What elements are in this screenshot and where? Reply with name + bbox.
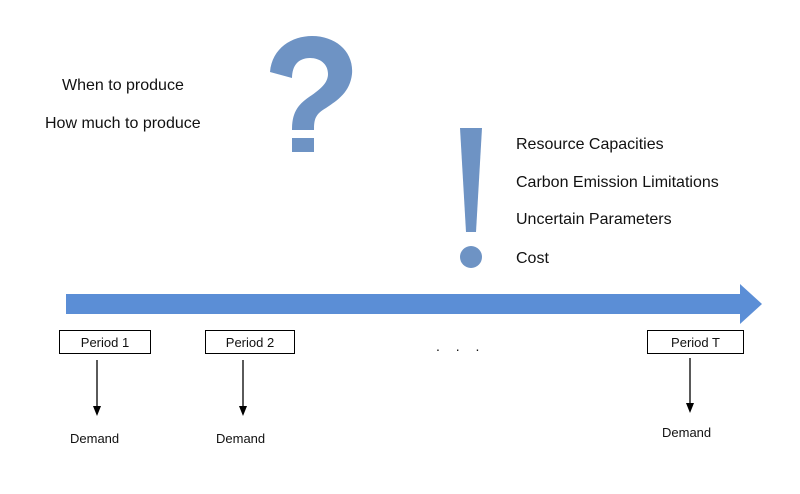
constraint-carbon-emission: Carbon Emission Limitations [516,174,719,191]
exclamation-mark-icon [460,128,482,268]
constraint-cost: Cost [516,250,549,267]
period-ellipsis: . . . [436,338,486,354]
demand-arrow-t [686,358,694,413]
period-t-box: Period T [647,330,744,354]
constraint-resource-capacities: Resource Capacities [516,136,664,153]
period-2-box: Period 2 [205,330,295,354]
question-mark-icon [270,36,353,152]
constraint-uncertain-parameters: Uncertain Parameters [516,211,672,228]
demand-arrow-1 [93,360,101,416]
demand-label-t: Demand [662,425,712,440]
demand-arrow-2 [239,360,247,416]
demand-label-1: Demand [70,431,120,446]
timeline-arrow [66,284,762,324]
question-when: When to produce [62,77,184,94]
period-1-box: Period 1 [59,330,151,354]
question-how-much: How much to produce [45,115,201,132]
demand-label-2: Demand [216,431,266,446]
